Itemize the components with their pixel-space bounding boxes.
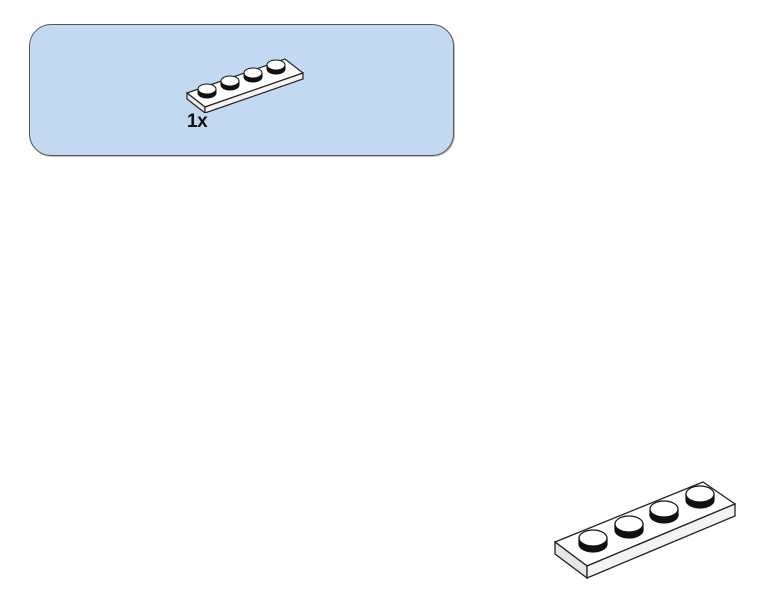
assembly-model-brick-plate-icon — [553, 481, 737, 580]
part-quantity-label: 1x — [187, 111, 208, 132]
brick-plate-1x4-icon — [185, 58, 305, 113]
parts-list-callout: 1x — [29, 24, 454, 156]
